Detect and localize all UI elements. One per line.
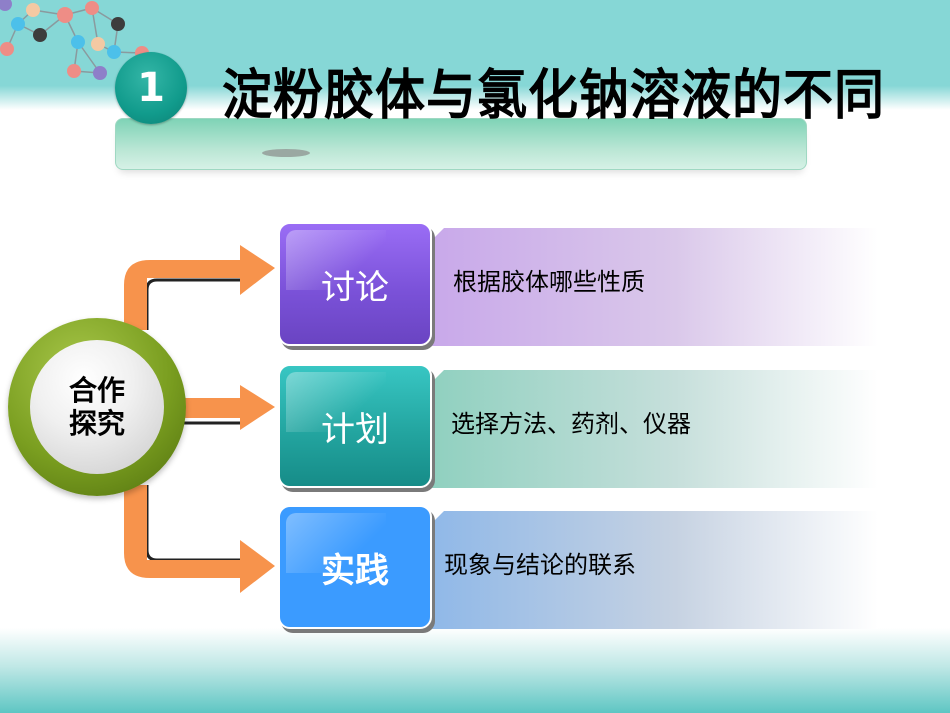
hub-label-line1: 合作	[68, 374, 125, 407]
step-description-strip	[428, 370, 878, 488]
step-row-discuss: 讨论 根据胶体哪些性质	[278, 222, 878, 348]
step-label-text: 实践	[321, 550, 389, 591]
step-description: 选择方法、药剂、仪器	[451, 410, 691, 438]
step-label-plan: 计划	[278, 364, 432, 488]
title-bar	[115, 118, 807, 170]
hub-label-line2: 探究	[68, 407, 125, 440]
step-label-practice: 实践	[278, 505, 432, 629]
bottom-background-band	[0, 628, 950, 713]
step-label-text: 讨论	[321, 267, 389, 308]
step-description-strip	[428, 511, 878, 629]
hub-label: 合作 探究	[30, 340, 164, 474]
step-row-practice: 实践 现象与结论的联系	[278, 505, 878, 631]
step-label-text: 计划	[321, 409, 389, 450]
cooperative-inquiry-hub: 合作 探究	[8, 318, 186, 496]
strip-notch	[428, 228, 444, 244]
slide-number-badge: 1	[115, 52, 187, 124]
gloss-highlight	[286, 513, 386, 573]
step-label-discuss: 讨论	[278, 222, 432, 346]
step-description-strip	[428, 228, 878, 346]
strip-notch	[428, 370, 444, 386]
strip-notch	[428, 511, 444, 527]
title-bar-shadow	[262, 149, 310, 157]
step-row-plan: 计划 选择方法、药剂、仪器	[278, 364, 878, 490]
molecule-icon	[0, 0, 149, 80]
gloss-highlight	[286, 372, 386, 432]
step-description: 根据胶体哪些性质	[453, 268, 645, 296]
step-description: 现象与结论的联系	[444, 551, 636, 579]
gloss-highlight	[286, 230, 386, 290]
slide-title: 淀粉胶体与氯化钠溶液的不同	[222, 63, 885, 127]
